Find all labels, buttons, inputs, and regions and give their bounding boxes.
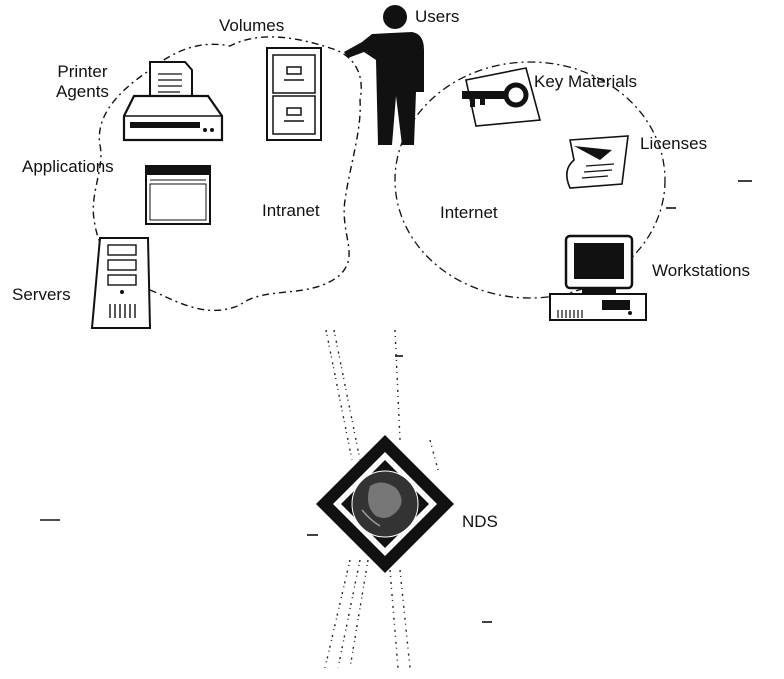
file-cabinet-icon: [266, 47, 322, 141]
nds-globe-icon: [316, 435, 454, 573]
printer-icon: [122, 61, 224, 142]
key-icon: [462, 67, 542, 127]
label-applications: Applications: [22, 157, 114, 176]
label-internet: Internet: [440, 203, 498, 222]
label-licenses: Licenses: [640, 134, 708, 153]
label-workstations: Workstations: [652, 261, 750, 280]
label-intranet: Intranet: [262, 201, 320, 220]
server-tower-icon: [90, 237, 152, 329]
label-servers: Servers: [12, 285, 71, 304]
application-window-icon: [145, 165, 211, 225]
internet-circle: [394, 61, 666, 299]
user-silhouette-icon: [344, 5, 424, 145]
label-users: Users: [415, 7, 460, 26]
label-nds: NDS: [462, 512, 498, 531]
intranet-cloud: [92, 36, 362, 312]
license-scroll-icon: [566, 135, 629, 189]
label-key-materials: Key Materials: [534, 72, 637, 91]
workstation-icon: [549, 234, 647, 321]
connector-trail-right: [389, 329, 439, 669]
stray-marks: [40, 180, 752, 623]
label-printer-agents: Printer Agents: [56, 62, 109, 101]
connector-trail-left: [324, 329, 369, 669]
label-volumes: Volumes: [219, 16, 285, 35]
